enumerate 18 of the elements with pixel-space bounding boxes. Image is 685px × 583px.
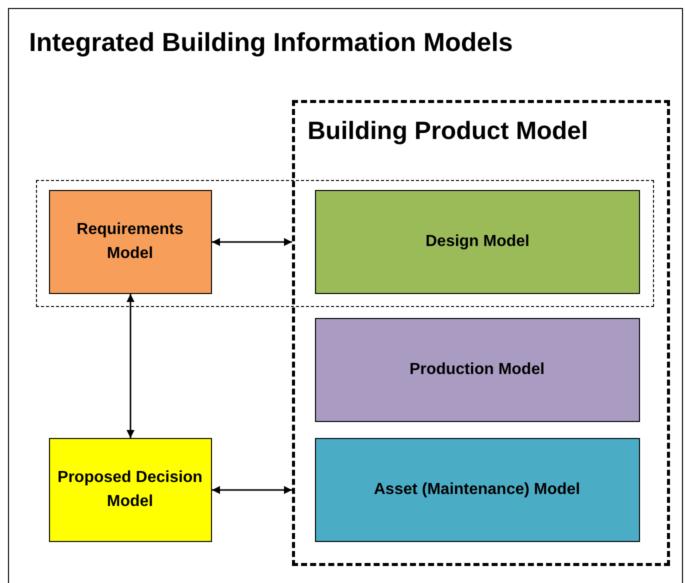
double-arrow	[212, 238, 292, 246]
model-box	[314, 438, 640, 542]
dashed-outline-box	[36, 180, 654, 306]
frame-heading: Integrated Building Information Models	[29, 27, 513, 58]
diagram-frame	[8, 8, 683, 583]
box-label: Production Model	[408, 360, 546, 380]
group-title: Building Product Model	[308, 116, 588, 146]
model-box	[315, 190, 640, 294]
box-label: Requirements Model	[76, 220, 184, 264]
box-label: Design Model	[424, 232, 530, 252]
double-arrow	[126, 294, 134, 438]
box-label: Proposed Decision Model	[56, 468, 204, 512]
double-arrow	[212, 486, 292, 494]
model-box	[48, 190, 212, 294]
dashed-group-box	[292, 100, 670, 566]
model-box	[314, 318, 640, 422]
box-label: Asset (Maintenance) Model	[372, 480, 582, 500]
model-box	[48, 438, 212, 542]
